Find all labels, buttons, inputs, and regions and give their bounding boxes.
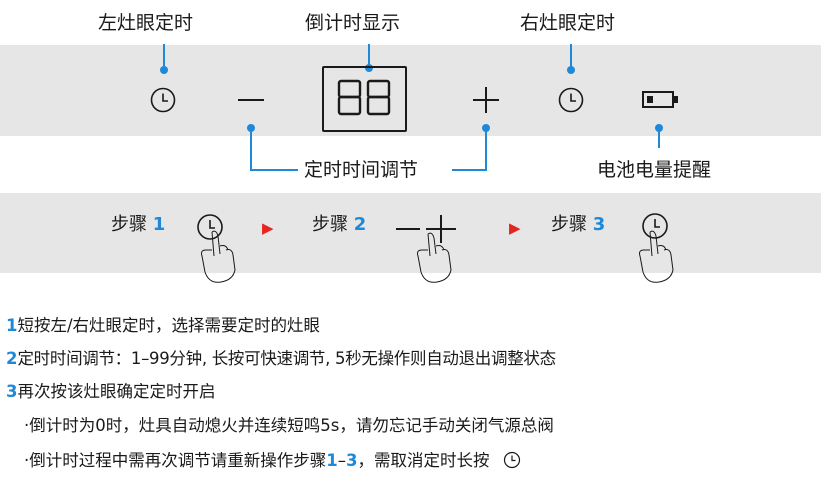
seven-segment-digits [337, 79, 391, 116]
instruction-1: 1短按左/右灶眼定时，选择需要定时的灶眼 [6, 316, 321, 335]
steps-panel [0, 193, 821, 273]
plus-icon [473, 87, 499, 113]
time-adjust-label: 定时时间调节 [304, 159, 419, 181]
minus-button[interactable] [236, 87, 266, 113]
instruction-2: 2定时时间调节：1–99分钟, 长按可快速调节, 5秒无操作则自动退出调整状态 [6, 349, 556, 368]
arrow-icon: ▶ [509, 219, 521, 237]
battery-indicator [641, 88, 681, 112]
hand-pointer-icon [201, 230, 236, 283]
plus-button[interactable] [470, 84, 502, 116]
step-1-label: 步骤 1 [111, 214, 166, 235]
minus-icon [238, 99, 264, 101]
hand-pointer-icon [417, 232, 452, 283]
note-1: ·倒计时为0时，灶具自动熄火并连续短鸣5s，请勿忘记手动关闭气源总阀 [24, 416, 554, 435]
left-timer-button[interactable] [148, 85, 178, 115]
clock-icon [150, 87, 176, 113]
step-number: 2 [353, 214, 367, 235]
right-timer-label: 右灶眼定时 [520, 12, 616, 34]
step-1-clock-press [197, 214, 236, 283]
right-timer-button[interactable] [556, 85, 586, 115]
clock-icon [197, 214, 223, 240]
battery-icon [642, 91, 678, 108]
step-3-clock-press [639, 213, 674, 283]
step-number: 3 [592, 214, 606, 235]
control-panel [0, 45, 821, 136]
step-2-label: 步骤 2 [312, 214, 367, 235]
note-2: ·倒计时过程中需再次调节请重新操作步骤1–3，需取消定时长按 [24, 451, 523, 470]
instruction-3: 3再次按该灶眼确定定时开启 [6, 382, 216, 401]
left-timer-label: 左灶眼定时 [98, 12, 194, 34]
step-2-minus-plus-press [396, 215, 456, 283]
hand-pointer-icon [639, 230, 674, 283]
arrow-icon: ▶ [262, 219, 274, 237]
countdown-display-label: 倒计时显示 [305, 12, 401, 34]
countdown-display: 88 [322, 66, 407, 132]
clock-icon [503, 451, 520, 469]
clock-icon [558, 87, 584, 113]
battery-reminder-label: 电池电量提醒 [597, 159, 712, 181]
step-number: 1 [152, 214, 166, 235]
clock-icon [642, 213, 668, 239]
step-3-label: 步骤 3 [551, 214, 606, 235]
